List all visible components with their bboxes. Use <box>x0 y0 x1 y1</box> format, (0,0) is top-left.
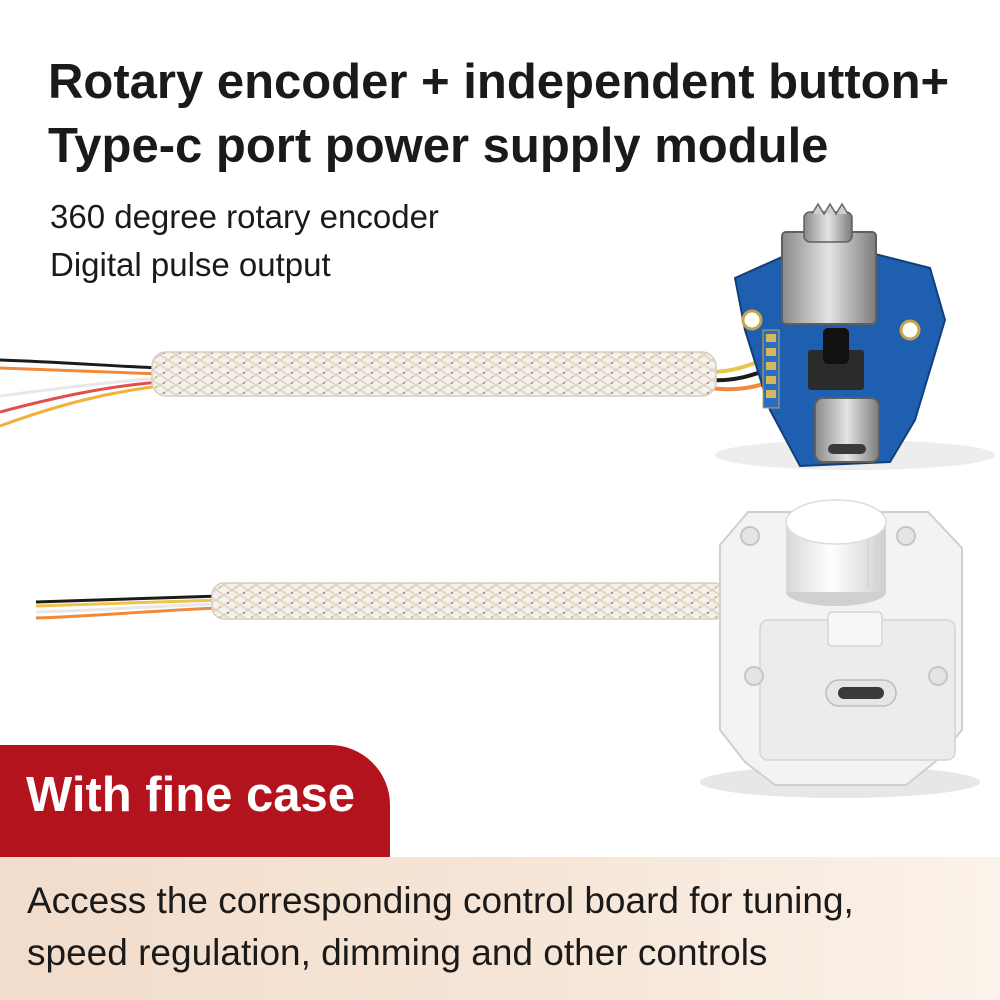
headline-line-2: Type-c port power supply module <box>48 119 829 173</box>
bottom-braided-sleeve <box>211 582 727 620</box>
footer-line-1: Access the corresponding control board f… <box>27 880 854 921</box>
top-pcb-module <box>715 202 995 470</box>
footer-text: Access the corresponding control board f… <box>27 875 854 979</box>
headline: Rotary encoder + independent button+ Typ… <box>48 50 988 178</box>
subtitle: 360 degree rotary encoder Digital pulse … <box>50 193 439 289</box>
top-wires <box>0 348 791 428</box>
bottom-wires <box>35 594 221 620</box>
footer-line-2: speed regulation, dimming and other cont… <box>27 932 768 973</box>
banner-label: With fine case <box>26 768 356 822</box>
headline-line-1: Rotary encoder + independent button+ <box>48 55 950 109</box>
banner <box>0 745 390 857</box>
bottom-white-case <box>700 499 980 798</box>
subtitle-line-1: 360 degree rotary encoder <box>50 198 439 235</box>
footer-panel <box>0 857 1000 1000</box>
subtitle-line-2: Digital pulse output <box>50 246 331 283</box>
top-braided-sleeve <box>151 351 717 397</box>
